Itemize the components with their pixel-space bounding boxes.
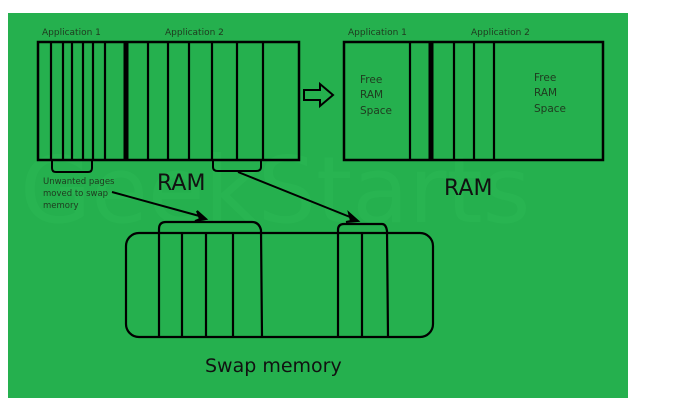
bracket-app2-pages (212, 161, 262, 172)
arrowhead-icon (194, 210, 209, 222)
free-right-line-3: Space (534, 103, 566, 115)
free-right-line-1: Free (534, 72, 556, 84)
transition-arrow-icon (303, 81, 335, 109)
free-right-line-2: RAM (534, 87, 557, 99)
swap-page-dividers-app1 (180, 233, 235, 337)
move-arrows (111, 171, 361, 223)
annotation-line-2: moved to swap (43, 189, 108, 199)
arrow-app2-to-swap (237, 171, 356, 220)
ram-before: Application 1 Application 2 RAM (36, 28, 301, 196)
ram-after: Application 1 Application 2 Free RAM Spa… (342, 28, 605, 201)
swap-memory-caption: Swap memory (205, 355, 342, 377)
free-left-line-1: Free (360, 74, 382, 86)
swap-memory: Swap memory (124, 220, 435, 377)
ram-before-page-dividers (49, 42, 265, 160)
before-app2-label: Application 2 (165, 28, 224, 38)
ram-after-caption: RAM (444, 176, 492, 201)
annotation-line-1: Unwanted pages (43, 177, 115, 187)
annotation-line-3: memory (43, 201, 79, 211)
ram-after-page-dividers (408, 42, 496, 160)
bracket-app1-pages (51, 161, 93, 173)
after-app1-label: Application 1 (348, 28, 407, 38)
arrow-app1-to-swap (111, 191, 204, 218)
before-app1-label: Application 1 (42, 28, 101, 38)
arrowhead-icon (345, 210, 361, 223)
swapped-group-app2 (336, 222, 390, 338)
swapped-group-app1 (157, 220, 264, 338)
ram-before-caption: RAM (157, 171, 205, 196)
free-left-line-3: Space (360, 105, 392, 117)
annotation: Unwanted pages moved to swap memory (43, 177, 115, 211)
swap-memory-box (124, 231, 435, 339)
free-left-line-2: RAM (360, 89, 383, 101)
after-app2-label: Application 2 (471, 28, 530, 38)
diagram-background (8, 13, 628, 398)
